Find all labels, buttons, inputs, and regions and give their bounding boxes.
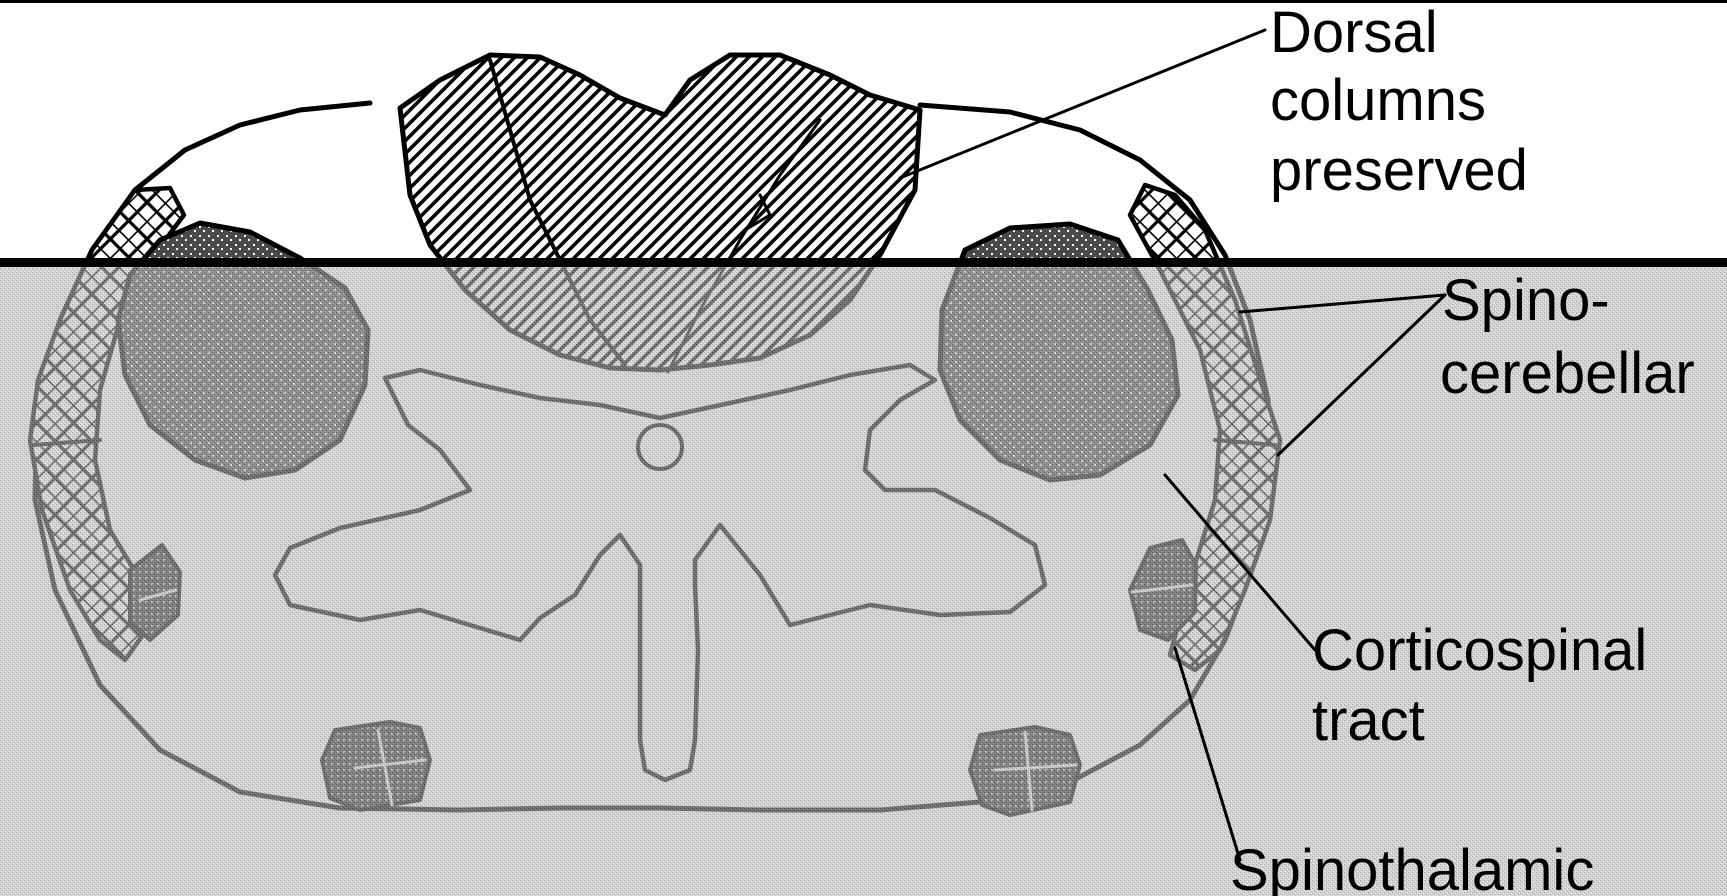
corticospinal-label-line-1: Corticospinal (1312, 618, 1647, 683)
corticospinal-label-line-2: tract (1312, 688, 1425, 753)
lesion-level-line (0, 258, 1727, 267)
spinothalamic-label: Spinothalamic (1230, 838, 1594, 896)
dorsal-label-line-3: preserved (1270, 138, 1528, 203)
spinocerebellar-label-line-1: Spino- (1442, 268, 1610, 333)
dorsal-label-line-2: columns (1270, 68, 1486, 133)
spinocerebellar-label-line-2: cerebellar (1440, 341, 1695, 406)
top-border (0, 0, 1727, 3)
dorsal-label-line-1: Dorsal (1270, 0, 1438, 65)
